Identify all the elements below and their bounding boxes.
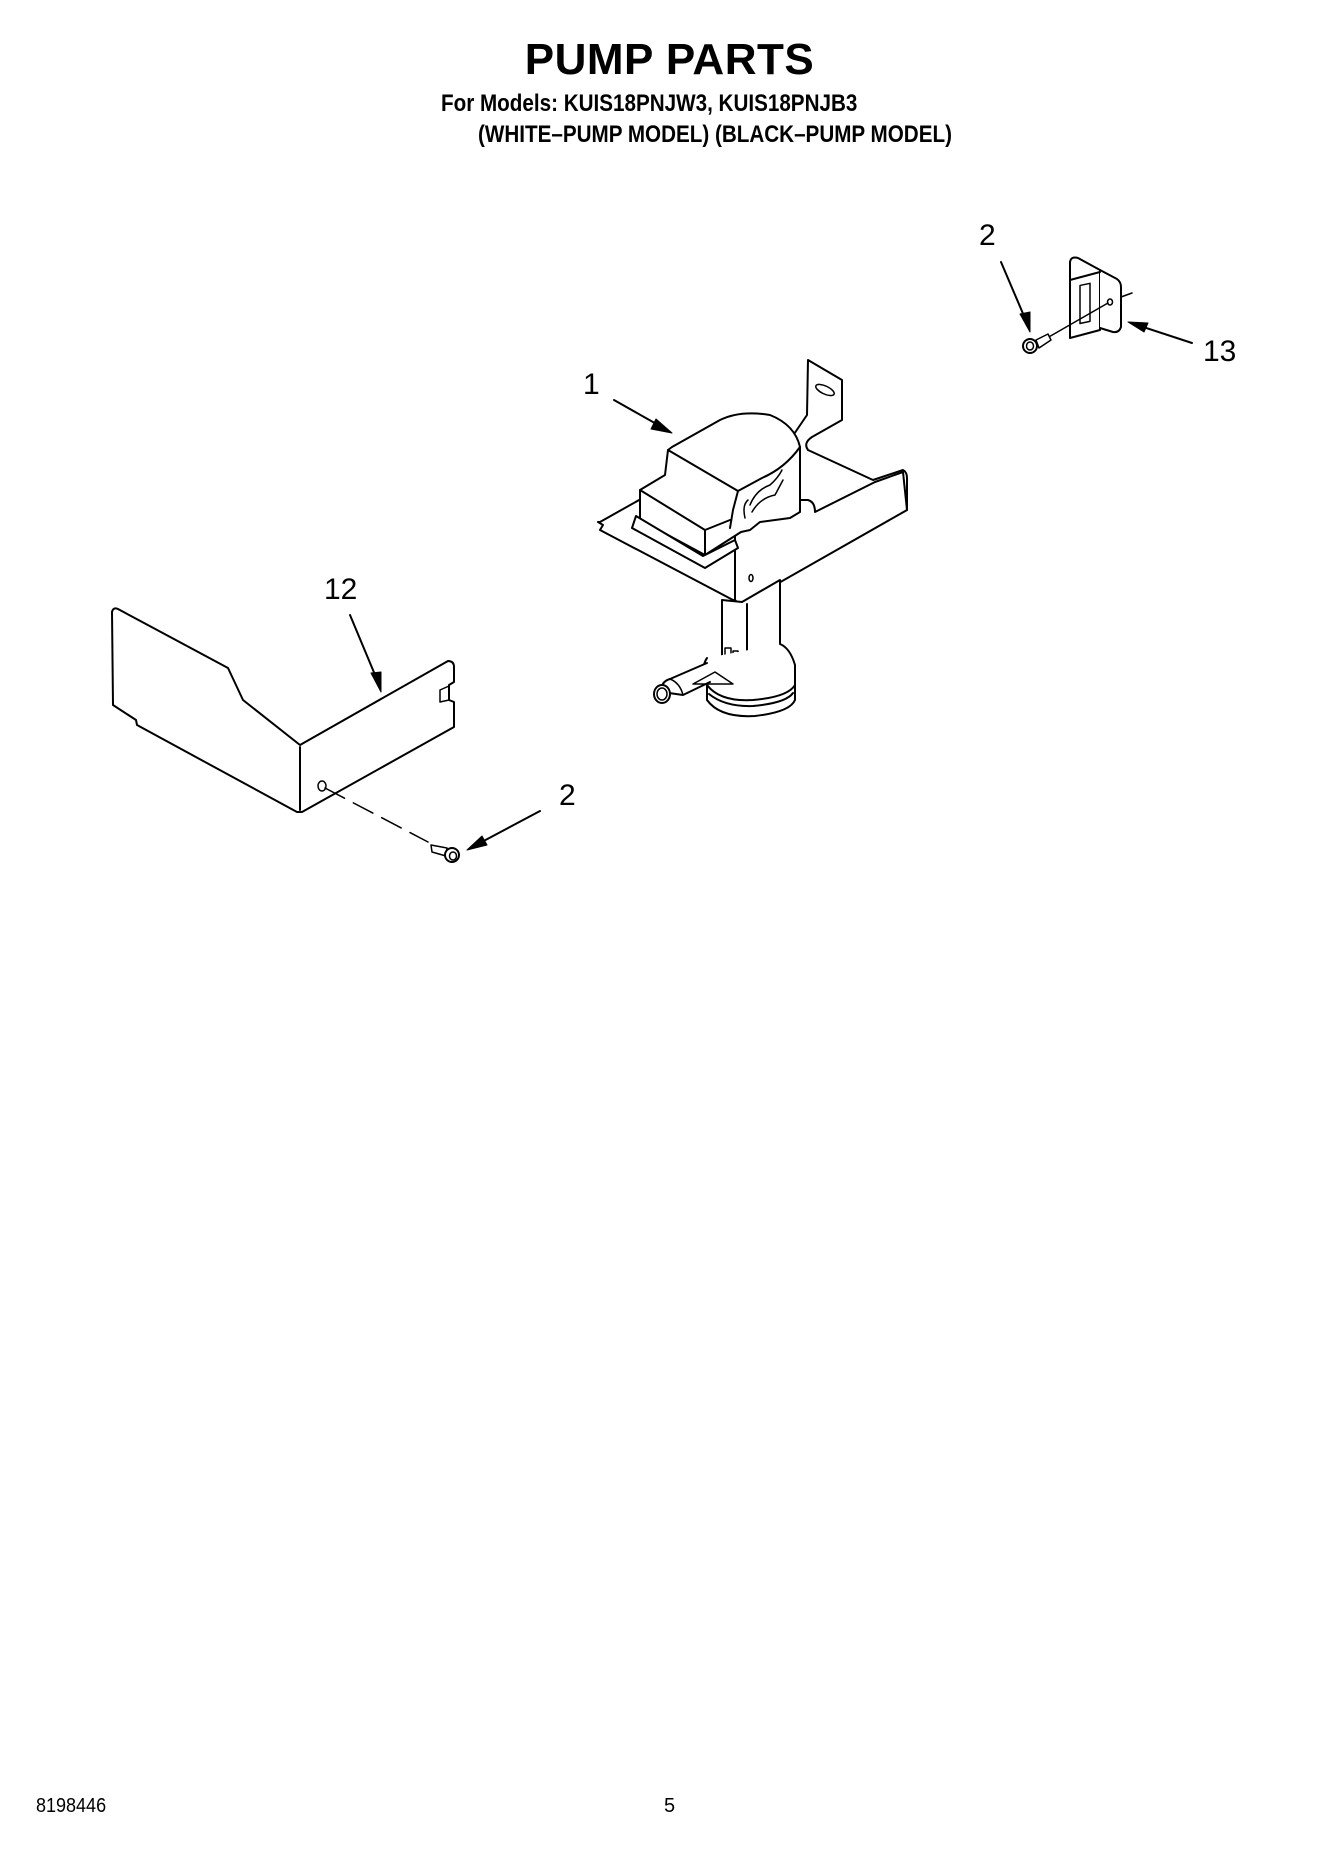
arrowhead-13 [1127, 321, 1149, 333]
leader-line-12 [349, 614, 379, 683]
page-number: 5 [664, 1795, 676, 1817]
callout-label-13: 13 [1203, 335, 1237, 368]
leader-line-2-bottom [477, 810, 541, 845]
arrowhead-1 [650, 418, 673, 434]
screw-lower-drawing [430, 844, 460, 863]
pump-shield-part-12-drawing [111, 607, 455, 813]
arrowhead-2-top [1019, 311, 1031, 333]
callout-label-12: 12 [324, 573, 358, 606]
arrowhead-2-bottom [466, 835, 488, 851]
document-number: 8198446 [36, 1795, 107, 1817]
callout-label-2-bottom: 2 [559, 779, 576, 812]
pump-assembly-part-1-drawing [597, 359, 908, 718]
assembly-line-lower [324, 787, 429, 843]
leader-line-1 [613, 399, 661, 427]
bracket-part-13-drawing [1046, 256, 1133, 339]
arrowhead-12 [370, 671, 382, 693]
callout-label-1: 1 [583, 368, 600, 401]
leader-line-2-top [1000, 261, 1028, 324]
callout-label-2-top: 2 [979, 219, 996, 252]
screw-upper-drawing [1022, 333, 1052, 354]
models-line: For Models: KUIS18PNJW3, KUIS18PNJB3 [441, 90, 858, 117]
page-title: PUMP PARTS [524, 35, 815, 84]
model-variants-line: (WHITE–PUMP MODEL) (BLACK–PUMP MODEL) [478, 121, 952, 148]
